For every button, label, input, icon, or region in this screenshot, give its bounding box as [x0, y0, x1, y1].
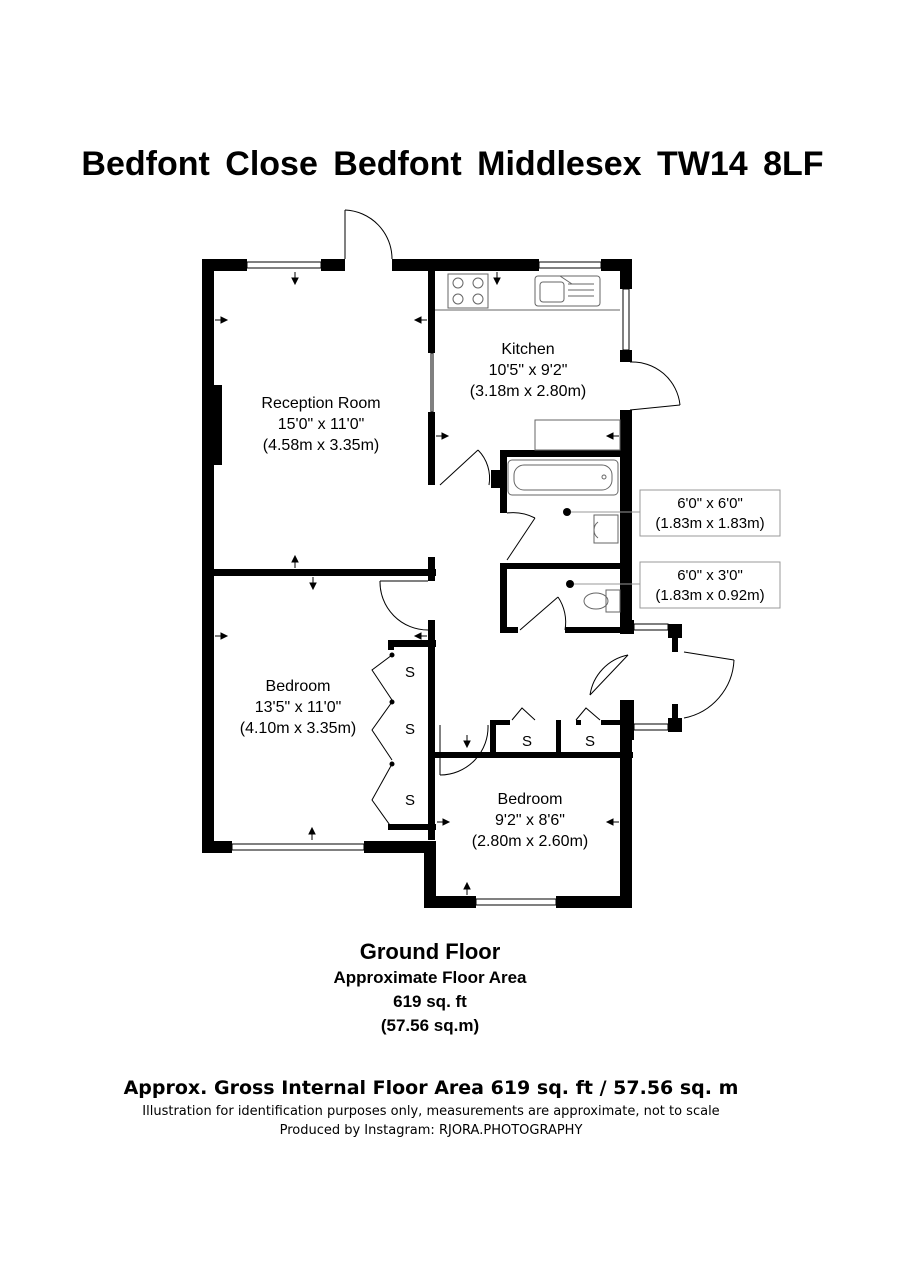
bedroom2-door-swing [439, 724, 489, 776]
kitchen-imperial: 10'5" x 9'2" [489, 362, 568, 379]
bathroom-door-leaf [506, 517, 536, 561]
outer-door-swing [683, 659, 735, 719]
bathroom-imperial: 6'0" x 6'0" [677, 495, 743, 512]
bedroom1-metric: (4.10m x 3.35m) [240, 720, 356, 737]
bedroom1-label: Bedroom [266, 678, 331, 695]
disclaimer: Illustration for identification purposes… [142, 1104, 720, 1119]
bath-icon [507, 459, 619, 496]
reception-room-metric: (4.58m x 3.35m) [263, 437, 379, 454]
kitchen-door-swing [477, 449, 491, 486]
front-door-swing [344, 209, 393, 260]
basin-icon [593, 514, 619, 544]
wc-imperial: 6'0" x 3'0" [677, 567, 743, 584]
kitchen-fixtures [435, 273, 621, 451]
credit: Produced by Instagram: RJORA.PHOTOGRAPHY [279, 1123, 583, 1138]
bathroom-door-swing [506, 512, 536, 519]
floor-area-sqft: 619 sq. ft [393, 992, 467, 1011]
wc-door-swing [557, 596, 567, 631]
interior-walls [202, 271, 633, 840]
sink-icon [534, 275, 601, 307]
measure-dots [563, 508, 574, 588]
wc-metric: (1.83m x 0.92m) [655, 587, 764, 604]
porch-posts [620, 620, 682, 740]
floor-area-label: Approximate Floor Area [333, 968, 527, 987]
porch-door-leaf [589, 654, 629, 696]
outer-walls [202, 259, 632, 908]
reception-room-label: Reception Room [261, 395, 380, 412]
bedroom2-label: Bedroom [498, 791, 563, 808]
bedroom1-door-swing [379, 580, 429, 631]
floor-name: Ground Floor [359, 939, 501, 964]
kitchen-back-door-leaf [629, 404, 681, 411]
kitchen-metric: (3.18m x 2.80m) [470, 383, 586, 400]
cupboard-doors [511, 707, 601, 721]
doors [344, 209, 735, 776]
gross-area: Approx. Gross Internal Floor Area 619 sq… [123, 1077, 739, 1099]
wc-icon [605, 589, 621, 613]
bedroom1-imperial: 13'5" x 11'0" [255, 699, 342, 716]
bathroom-fixtures [507, 459, 621, 613]
room-labels: Reception Room 15'0" x 11'0" (4.58m x 3.… [240, 341, 765, 850]
floor-area-sqm: (57.56 sq.m) [380, 1016, 480, 1035]
hob-icon [447, 273, 489, 309]
bathroom-size-box [639, 489, 781, 537]
outer-door-leaf [683, 651, 735, 661]
wardrobe-doors [371, 652, 395, 829]
kitchen-label: Kitchen [501, 341, 554, 358]
storage-label: S [405, 721, 415, 738]
storage-label: S [405, 664, 415, 681]
porch-door-swing [589, 654, 629, 696]
dimension-callouts [571, 489, 781, 609]
page-title: Bedfont Close Bedfont Middlesex TW14 8LF [81, 145, 824, 183]
measure-arrows [215, 272, 619, 895]
bedroom2-metric: (2.80m x 2.60m) [472, 833, 588, 850]
bathroom-metric: (1.83m x 1.83m) [655, 515, 764, 532]
wc-door-leaf [519, 596, 559, 631]
footer: Approx. Gross Internal Floor Area 619 sq… [0, 1074, 862, 1140]
floor-summary: Ground Floor Approximate Floor Area 619 … [0, 938, 860, 1038]
reception-room-imperial: 15'0" x 11'0" [278, 416, 365, 433]
wc-size-box [639, 561, 781, 609]
storage-label: S [585, 733, 595, 750]
bedroom2-imperial: 9'2" x 8'6" [495, 812, 565, 829]
storage-label: S [522, 733, 532, 750]
kitchen-door-leaf [439, 449, 479, 486]
storage-label: S [405, 792, 415, 809]
kitchen-back-door-swing [629, 361, 681, 406]
